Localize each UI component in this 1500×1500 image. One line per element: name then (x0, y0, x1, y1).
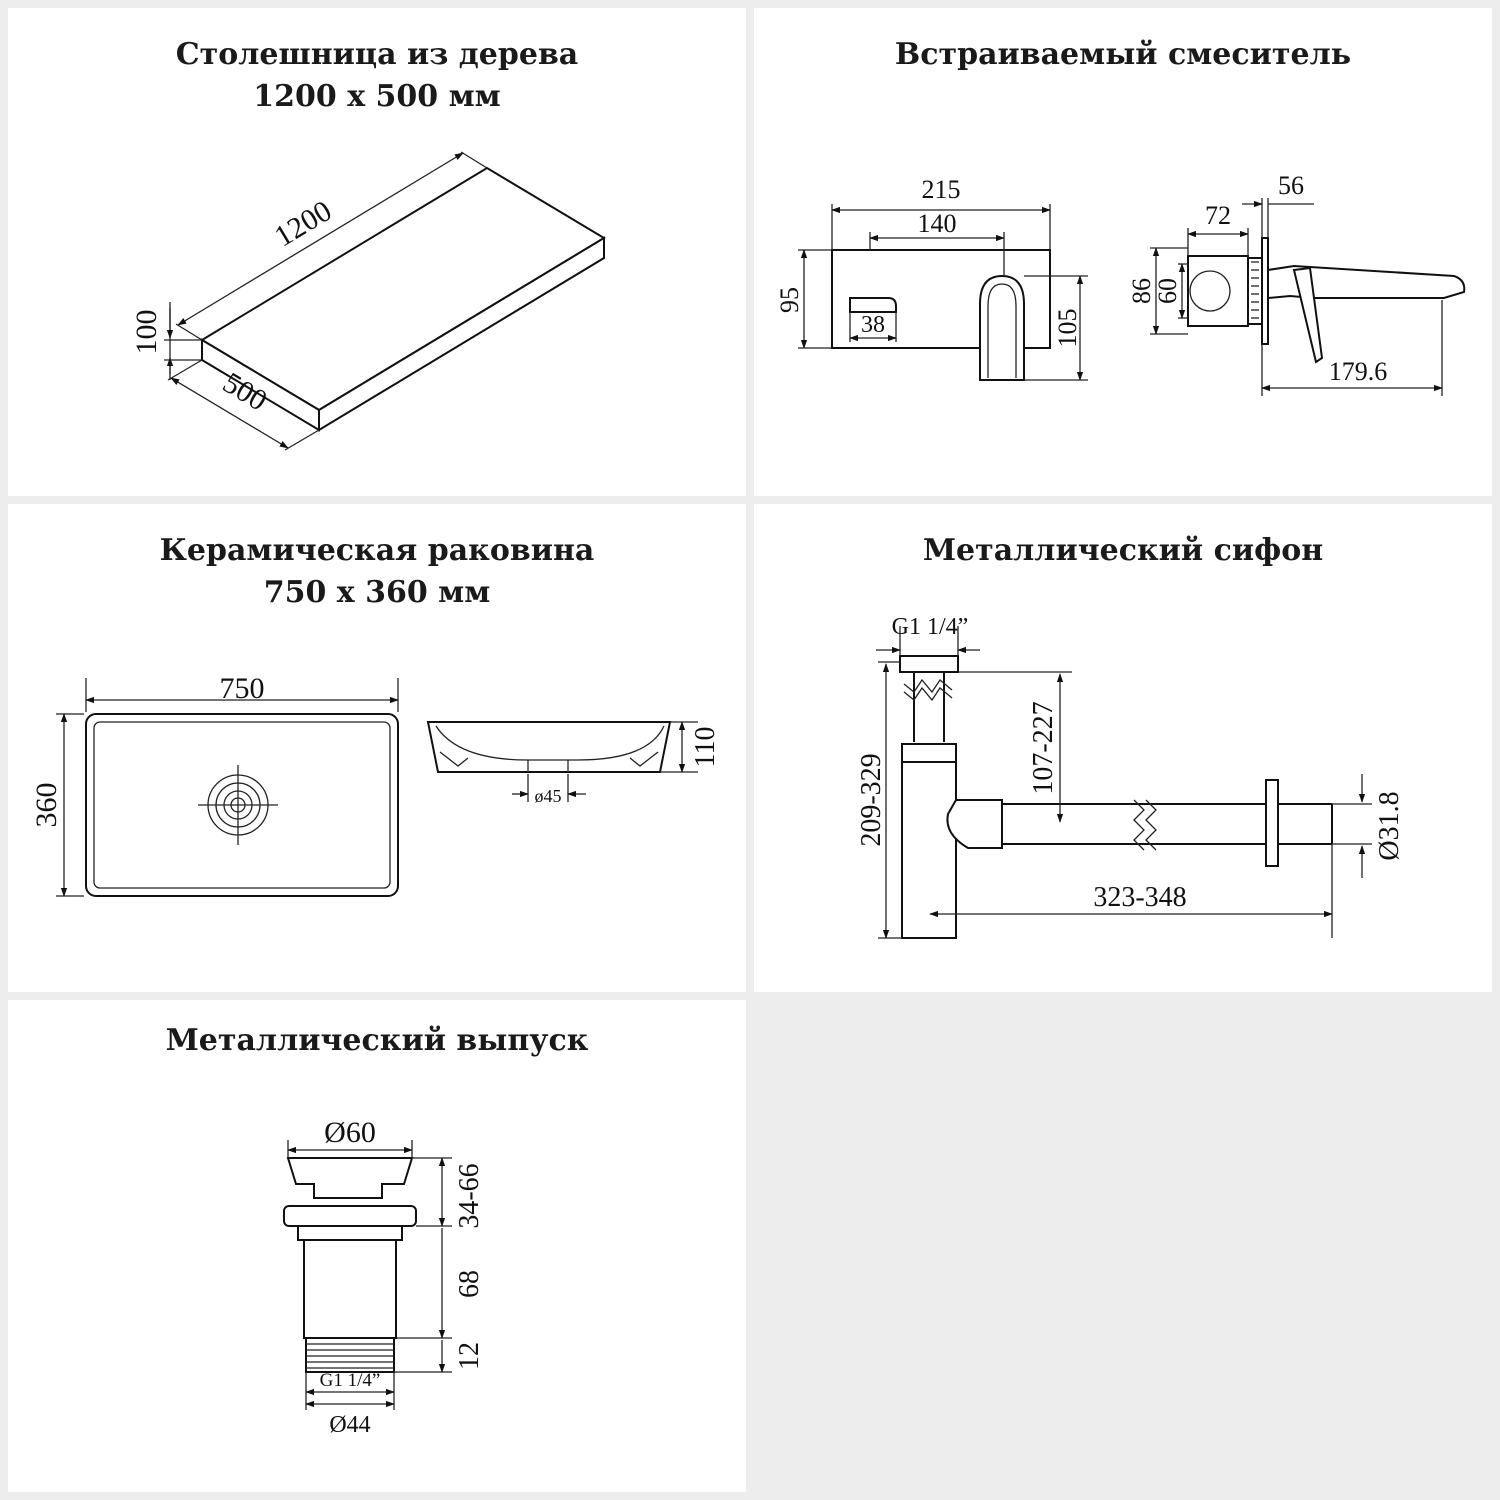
panel-countertop: Столешница из дерева 1200 х 500 мм 1200 … (8, 8, 746, 496)
dim-95-label: 95 (775, 287, 804, 313)
siphon-length-label: 323-348 (1093, 882, 1186, 913)
siphon-title: Металлический сифон (922, 533, 1324, 568)
siphon-elbow (946, 799, 1003, 849)
waste-drawing: Ø60 34-66 68 12 G1 1/4” Ø44 (283, 1116, 485, 1438)
countertop-dim-height: 100 (130, 302, 202, 380)
mixer-drawing: 38 215 140 95 105 (775, 171, 1466, 396)
basin-side-view: 110 ø45 (426, 721, 721, 806)
dim-72-label: 72 (1205, 201, 1231, 230)
waste-thread-label: G1 1/4” (320, 1370, 381, 1391)
panel-basin: Керамическая раковина 750 х 360 мм 750 3… (8, 504, 746, 992)
waste-bottom-label: Ø44 (329, 1412, 370, 1438)
panel-siphon: Металлический сифон G1 1/4” (754, 504, 1492, 992)
basin-title-line1: Керамическая раковина (159, 533, 595, 568)
countertop-title-line1: Столешница из дерева (175, 37, 579, 72)
mixer-spout-front (979, 274, 1025, 381)
countertop-title-line2: 1200 х 500 мм (253, 79, 501, 114)
siphon-inlet-nut (899, 655, 959, 673)
basin-drawing: 750 360 110 ø45 (30, 672, 721, 897)
waste-h1-label: 34-66 (454, 1163, 485, 1228)
siphon-height-label: 209-329 (856, 753, 887, 846)
dim-height-label: 100 (130, 310, 163, 355)
basin-drain-label: ø45 (535, 786, 562, 806)
dim-86-label: 86 (1127, 278, 1156, 304)
dim-140-label: 140 (918, 209, 957, 238)
siphon-pipe-label: Ø31.8 (1374, 791, 1405, 860)
waste-body (283, 1157, 417, 1373)
countertop-drawing: 1200 100 500 (130, 151, 606, 451)
waste-title: Металлический выпуск (165, 1023, 589, 1058)
dim-215-label: 215 (922, 175, 961, 204)
waste-flange (283, 1205, 417, 1227)
siphon-drawing: G1 1/4” 209-329 107-227 323-348 Ø31.8 (856, 614, 1405, 939)
dim-105-label: 105 (1053, 309, 1082, 348)
siphon-thread-label: G1 1/4” (892, 614, 969, 640)
basin-width-label: 750 (220, 672, 265, 705)
panel-waste: Металлический выпуск Ø60 34-66 68 (8, 1000, 746, 1492)
mixer-side-view: 56 72 86 60 179.6 (1127, 171, 1466, 396)
siphon-inlet-label: 107-227 (1028, 701, 1059, 794)
mixer-front-view: 38 215 140 95 105 (775, 175, 1088, 381)
basin-depth-label: 360 (30, 783, 63, 828)
basin-drain (198, 765, 278, 845)
waste-dims: Ø60 34-66 68 12 G1 1/4” Ø44 (287, 1116, 485, 1438)
dim-56-label: 56 (1278, 171, 1304, 200)
waste-top-label: Ø60 (324, 1116, 376, 1149)
basin-title: Керамическая раковина 750 х 360 мм (8, 530, 746, 614)
waste-h2-label: 68 (454, 1270, 485, 1298)
dim-179-label: 179.6 (1329, 357, 1388, 386)
dim-length-label: 1200 (269, 194, 337, 253)
mixer-handle (849, 297, 897, 313)
waste-thread (305, 1337, 395, 1373)
basin-height-label: 110 (690, 727, 721, 768)
mixer-title: Встраиваемый смеситель (894, 37, 1352, 72)
panel-mixer: Встраиваемый смеситель 38 215 140 (754, 8, 1492, 496)
dim-60-label: 60 (1153, 278, 1182, 304)
mixer-lever-side (1292, 266, 1324, 364)
waste-h3-label: 12 (454, 1342, 485, 1370)
basin-top-view: 750 360 (30, 672, 399, 897)
dim-38-label: 38 (861, 312, 885, 338)
countertop-title: Столешница из дерева 1200 х 500 мм (8, 34, 746, 118)
siphon-wall-flange (1265, 779, 1279, 867)
basin-title-line2: 750 х 360 мм (263, 575, 491, 610)
waste-cap (286, 1157, 414, 1199)
siphon-dims: G1 1/4” 209-329 107-227 323-348 Ø31.8 (856, 614, 1405, 939)
